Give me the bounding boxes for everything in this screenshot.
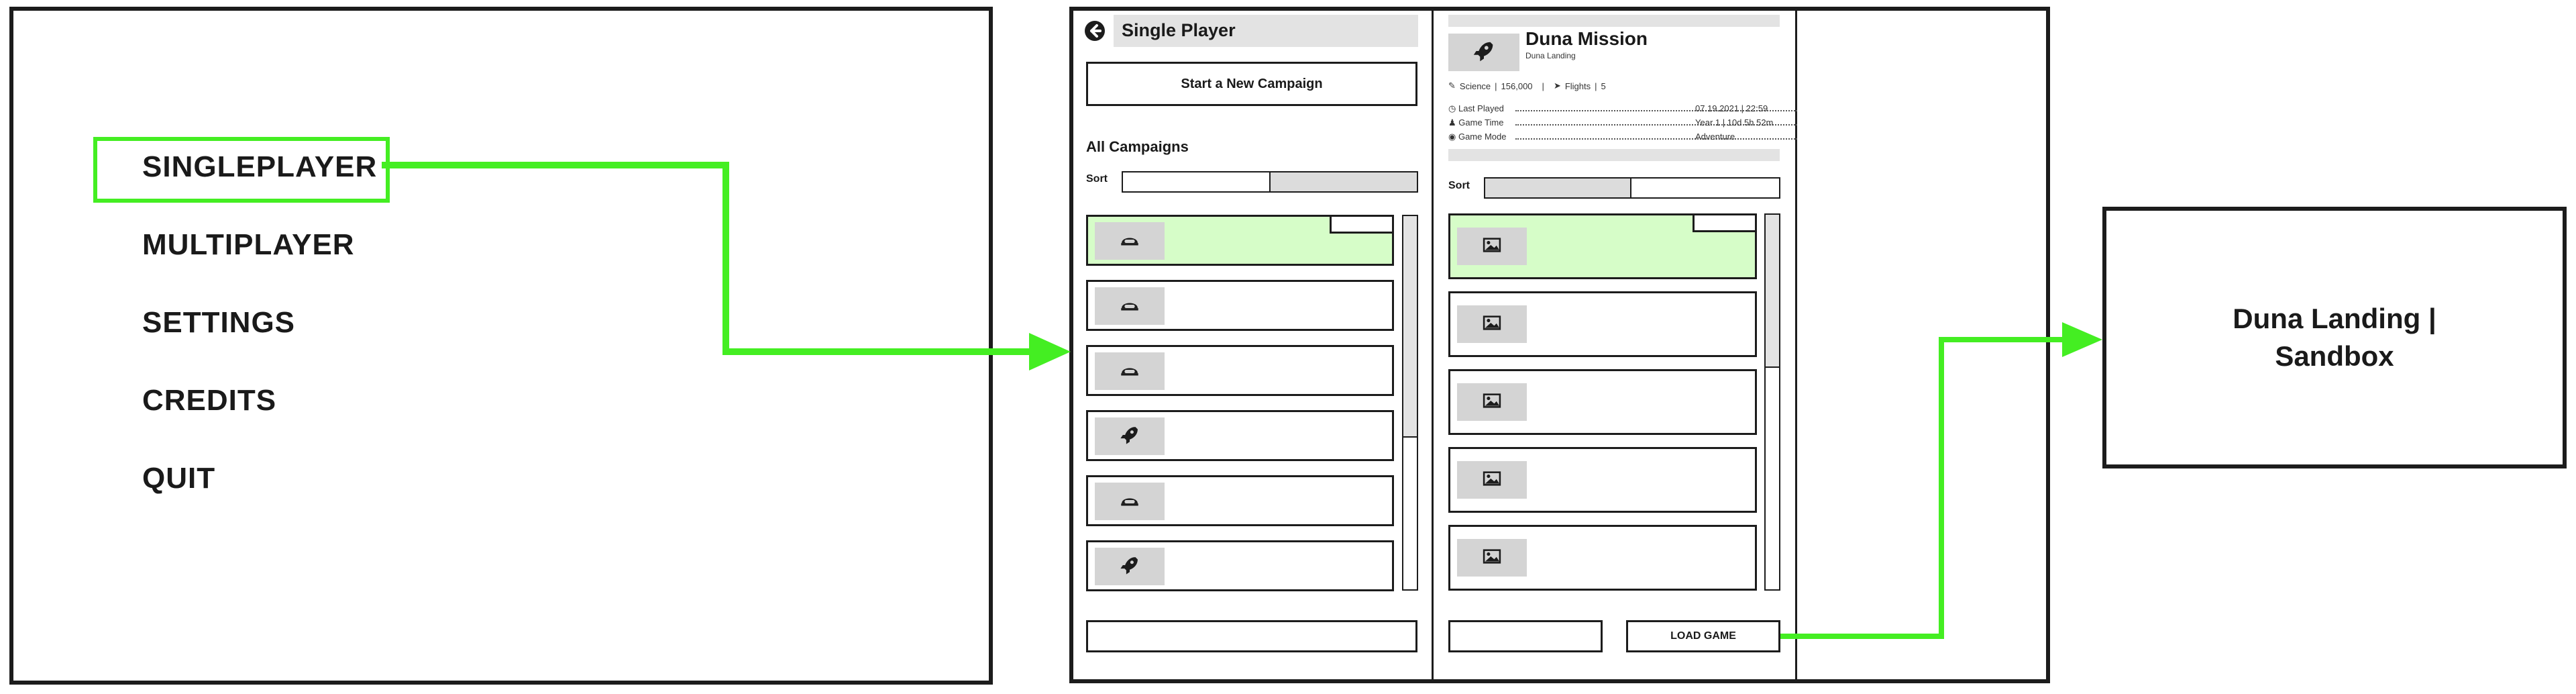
sort-label: Sort [1086, 173, 1108, 185]
person-icon: ♟ [1448, 117, 1456, 128]
save-thumbnail [1457, 305, 1527, 343]
selected-tab-marker [1693, 215, 1755, 232]
science-icon: ✎ [1448, 81, 1456, 91]
campaign-thumbnail [1095, 483, 1165, 520]
saves-footer-field[interactable] [1448, 620, 1603, 652]
column-divider [1432, 9, 1434, 681]
mission-top-bar [1448, 15, 1780, 27]
helmet-icon [1118, 293, 1141, 319]
separator: | [1542, 81, 1544, 91]
arrowhead-icon [2062, 322, 2102, 357]
image-icon [1481, 389, 1503, 415]
menu-item-credits[interactable]: CREDITS [142, 384, 277, 417]
clock-icon: ◷ [1448, 103, 1456, 113]
separator: | [1495, 81, 1497, 91]
new-campaign-label: Start a New Campaign [1181, 76, 1323, 91]
science-value: 156,000 [1501, 81, 1533, 91]
load-game-label: LOAD GAME [1670, 630, 1736, 642]
campaign-list-item[interactable] [1086, 410, 1394, 461]
save-list-item[interactable] [1448, 291, 1757, 357]
campaigns-heading: All Campaigns [1086, 138, 1189, 155]
save-thumbnail [1457, 461, 1527, 499]
campaign-list-item[interactable] [1086, 475, 1394, 526]
save-list-item[interactable] [1448, 369, 1757, 435]
scrollbar-thumb[interactable] [1766, 215, 1779, 368]
save-list-item[interactable] [1448, 447, 1757, 513]
game-time-label: Game Time [1458, 117, 1504, 128]
separator: | [1595, 81, 1597, 91]
arrowhead-icon [1029, 333, 1071, 370]
mission-subtitle: Duna Landing [1525, 51, 1576, 60]
game-time-row: ♟ Game Time Year 1 | 10d 5h 52m [1448, 117, 1797, 130]
game-mode-label: Game Mode [1458, 132, 1507, 142]
dotted-leader [1515, 138, 1797, 140]
result-text-line2: Sandbox [2275, 340, 2394, 372]
campaign-thumbnail [1095, 548, 1165, 585]
mission-thumbnail [1448, 34, 1519, 71]
last-played-label: Last Played [1458, 103, 1504, 113]
menu-item-multiplayer[interactable]: MULTIPLAYER [142, 228, 355, 261]
flights-value: 5 [1601, 81, 1606, 91]
flights-icon: ➤ [1553, 81, 1561, 91]
science-label: Science [1459, 81, 1491, 91]
mission-info-bar [1448, 149, 1780, 161]
dotted-leader [1515, 124, 1797, 126]
save-list-item[interactable] [1448, 525, 1757, 591]
image-icon [1481, 467, 1503, 493]
menu-item-quit[interactable]: QUIT [142, 462, 216, 495]
sort-toggle[interactable] [1122, 171, 1418, 193]
saves-sort-label: Sort [1448, 180, 1470, 191]
save-thumbnail [1457, 539, 1527, 577]
campaign-thumbnail [1095, 352, 1165, 390]
campaign-thumbnail [1095, 417, 1165, 455]
load-game-button[interactable]: LOAD GAME [1626, 620, 1780, 652]
campaign-thumbnail [1095, 287, 1165, 325]
mission-title: Duna Mission [1525, 28, 1648, 49]
campaign-list-item[interactable] [1086, 215, 1394, 266]
helmet-icon [1118, 358, 1141, 385]
menu-item-settings[interactable]: SETTINGS [142, 306, 296, 339]
dotted-leader [1515, 110, 1797, 111]
scrollbar-thumb[interactable] [1403, 216, 1417, 438]
rocket-icon [1471, 38, 1497, 67]
campaign-list-item[interactable] [1086, 345, 1394, 396]
helmet-icon [1118, 489, 1141, 515]
page-title-bar [1114, 15, 1418, 47]
menu-item-singleplayer[interactable]: SINGLEPLAYER [142, 150, 378, 183]
last-played-value: 07.19.2021 | 22:59 [1695, 103, 1768, 113]
result-text-line1: Duna Landing | [2233, 303, 2436, 334]
campaign-list-item[interactable] [1086, 540, 1394, 591]
rocket-icon [1118, 554, 1141, 580]
game-mode-row: ◉ Game Mode Adventure [1448, 132, 1797, 144]
save-thumbnail [1457, 228, 1527, 265]
flights-label: Flights [1564, 81, 1591, 91]
image-icon [1481, 311, 1503, 338]
sort-option-active[interactable] [1269, 172, 1417, 191]
campaign-scrollbar[interactable] [1402, 215, 1418, 591]
rocket-icon [1118, 424, 1141, 450]
game-mode-value: Adventure [1695, 132, 1735, 142]
saves-scrollbar[interactable] [1764, 213, 1780, 591]
campaign-list-item[interactable] [1086, 280, 1394, 331]
main-menu-frame [9, 7, 993, 685]
new-campaign-button[interactable]: Start a New Campaign [1086, 62, 1417, 106]
campaign-footer-field[interactable] [1086, 620, 1417, 652]
save-list-item[interactable] [1448, 213, 1757, 279]
result-frame: Duna Landing | Sandbox [2102, 207, 2567, 468]
image-icon [1481, 545, 1503, 571]
saves-sort-toggle[interactable] [1484, 177, 1780, 199]
game-time-value: Year 1 | 10d 5h 52m [1695, 117, 1774, 128]
helmet-icon [1118, 228, 1141, 254]
saves-sort-option-active[interactable] [1485, 179, 1631, 197]
save-thumbnail [1457, 383, 1527, 421]
image-icon [1481, 234, 1503, 260]
selected-tab-marker [1330, 217, 1392, 234]
last-played-row: ◷ Last Played 07.19.2021 | 22:59 [1448, 103, 1797, 115]
mission-stats: ✎ Science | 156,000 | ➤ Flights | 5 [1448, 81, 1606, 91]
campaign-thumbnail [1095, 222, 1165, 260]
globe-icon: ◉ [1448, 132, 1456, 142]
back-icon[interactable] [1084, 20, 1106, 42]
page-title: Single Player [1122, 20, 1236, 40]
